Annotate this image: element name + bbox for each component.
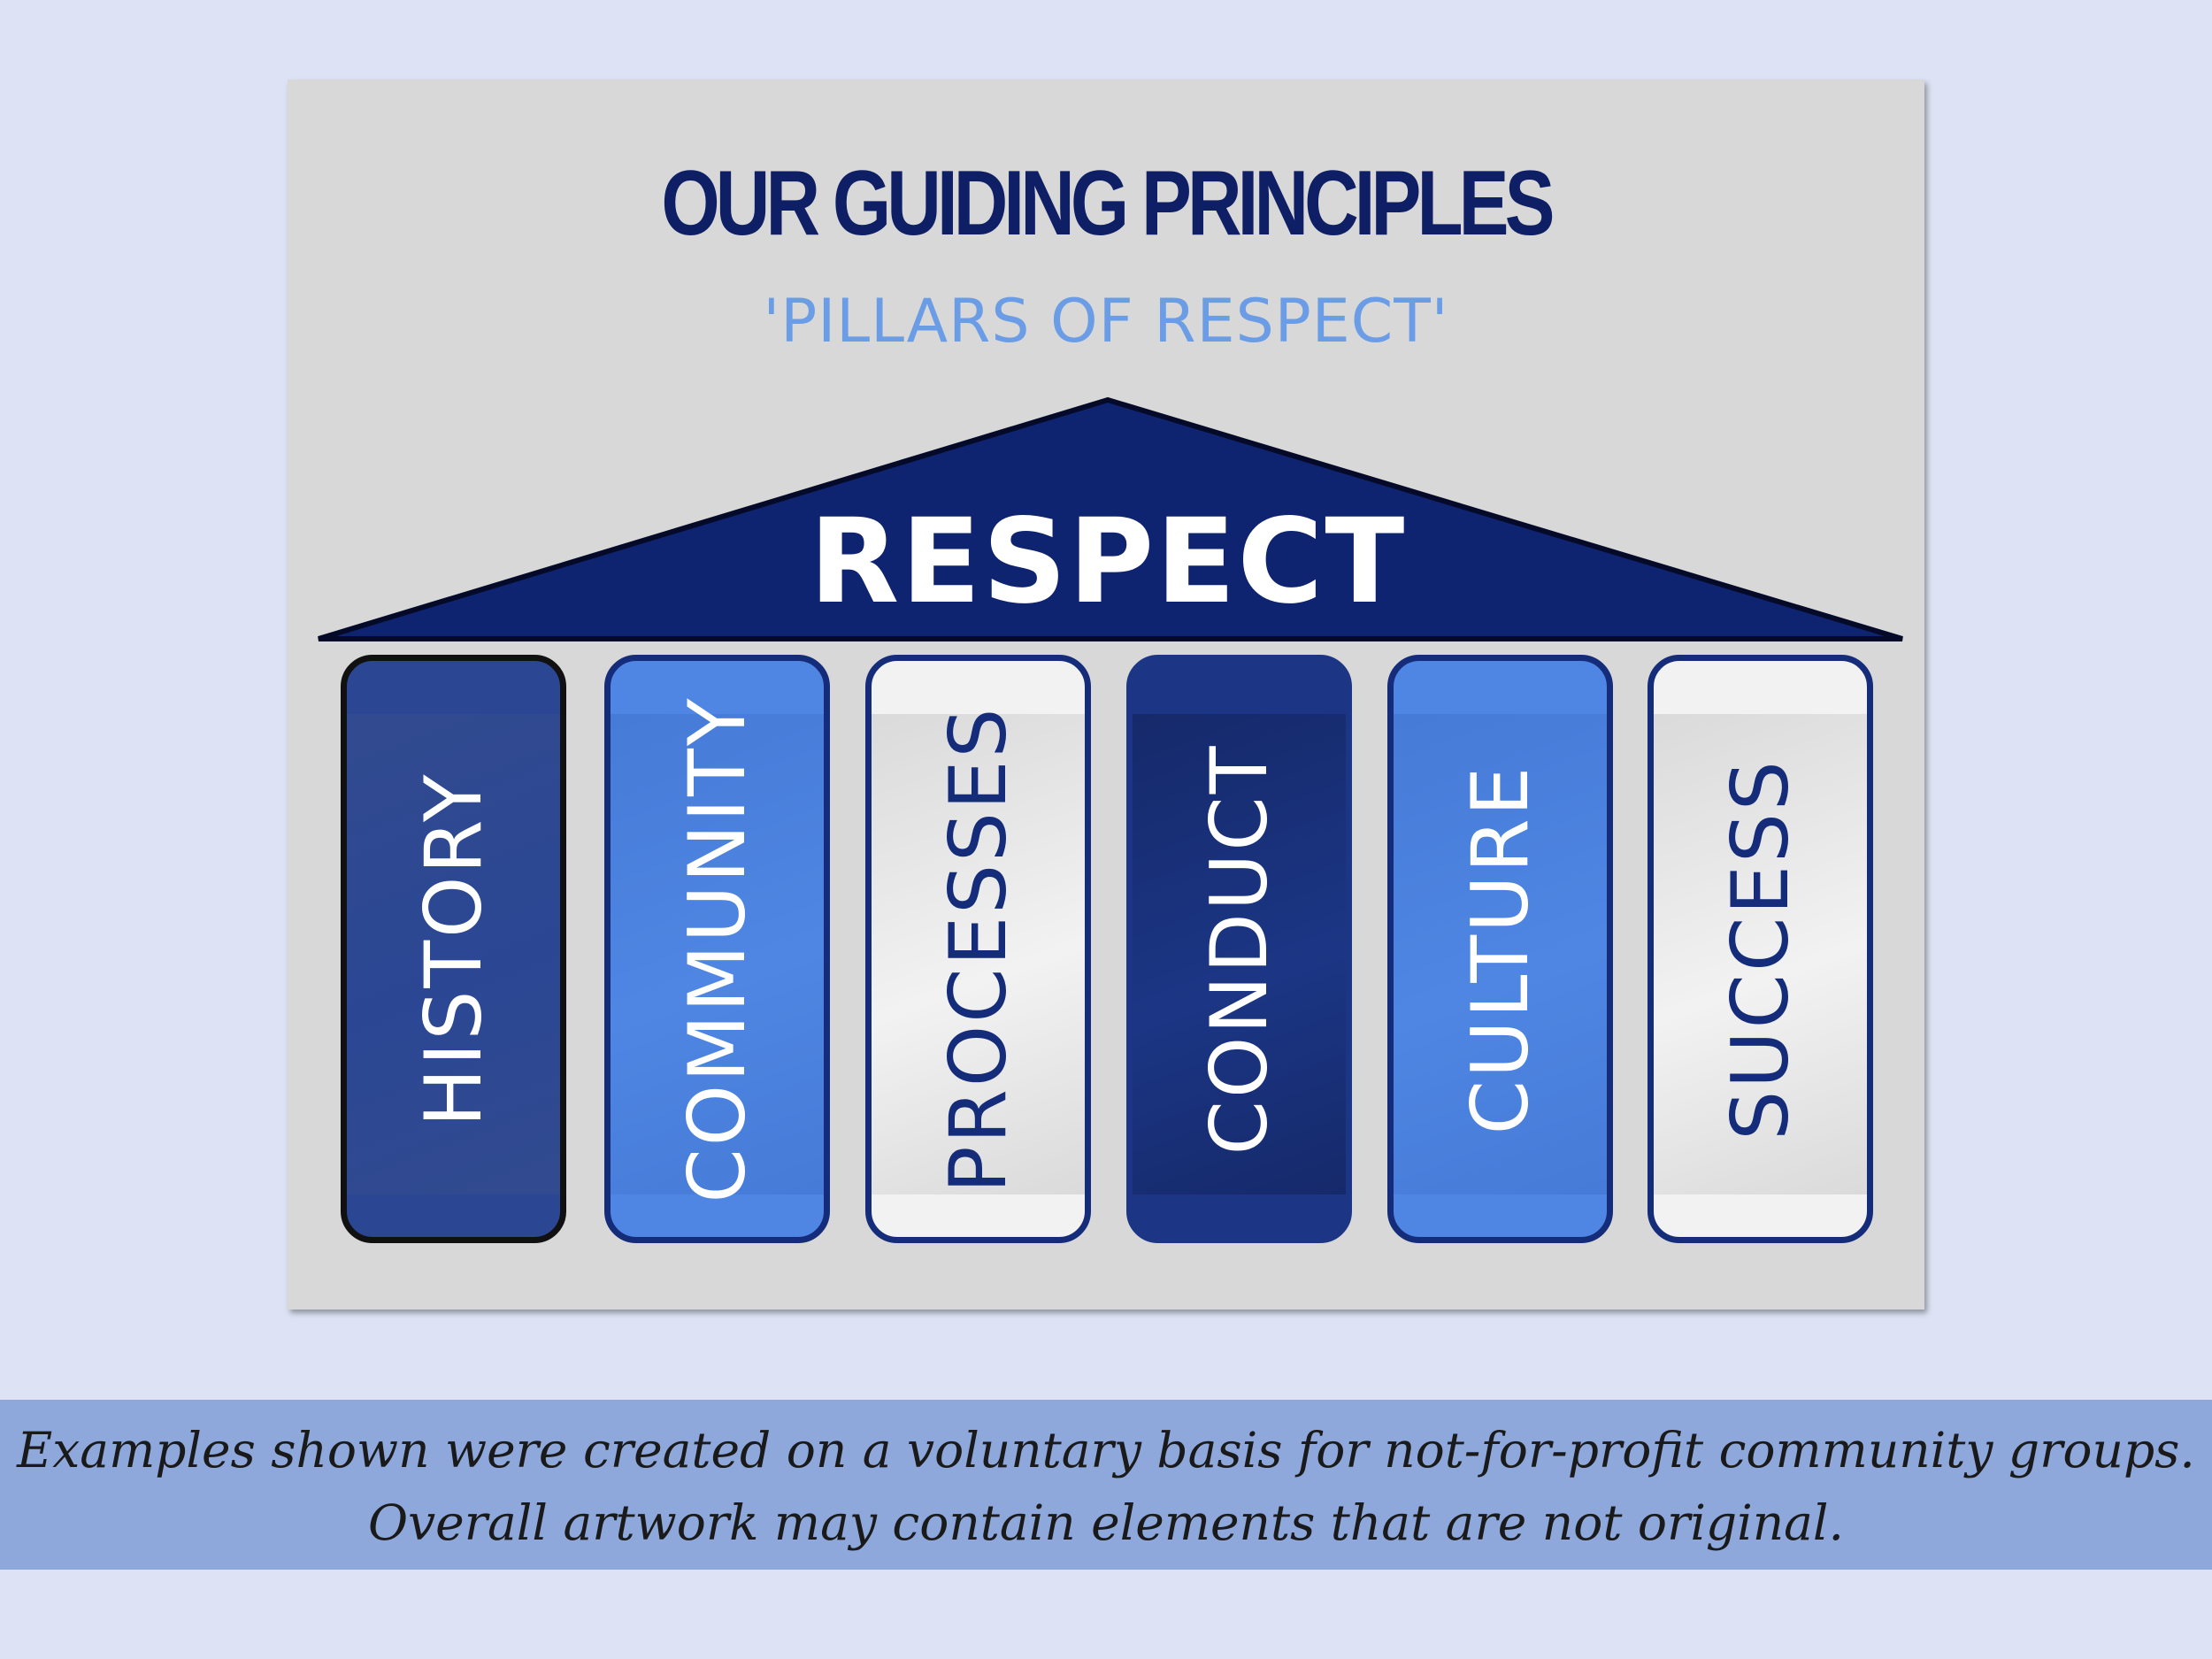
poster-subtitle: 'PILLARS OF RESPECT' [763, 287, 1449, 357]
pillar-conduct: CONDUCT [1126, 655, 1352, 1243]
pillar-photo [872, 714, 1085, 1194]
pillar-processes: PROCESSES [865, 655, 1091, 1243]
pillar-photo [1133, 714, 1346, 1194]
pillar-history: HISTORY [341, 655, 566, 1243]
pillar-photo [347, 714, 560, 1194]
poster-title: OUR GUIDING PRINCIPLES [661, 152, 1555, 255]
pillar-photo [1394, 714, 1607, 1194]
roof-word: RESPECT [810, 494, 1407, 630]
pillar-culture: CULTURE [1387, 655, 1613, 1243]
pillar-label-conduct: CONDUCT [1193, 743, 1285, 1155]
pillar-label-history: HISTORY [407, 771, 499, 1127]
disclaimer-band: Examples shown were created on a volunta… [0, 1400, 2212, 1570]
disclaimer-line-2: Overall artwork may contain elements tha… [368, 1494, 1844, 1551]
pillar-label-culture: CULTURE [1454, 764, 1546, 1134]
pillar-photo [611, 714, 824, 1194]
pillar-label-processes: PROCESSES [932, 705, 1024, 1193]
pillar-community: COMMUNITY [604, 655, 830, 1243]
disclaimer-line-1: Examples shown were created on a volunta… [17, 1422, 2195, 1479]
roof-triangle [318, 396, 1903, 641]
pillar-label-community: COMMUNITY [671, 695, 763, 1203]
respect-roof: RESPECT [318, 396, 1903, 641]
pillar-photo [1654, 714, 1867, 1194]
pillar-label-success: SUCCESS [1714, 757, 1806, 1141]
pillar-success: SUCCESS [1647, 655, 1873, 1243]
